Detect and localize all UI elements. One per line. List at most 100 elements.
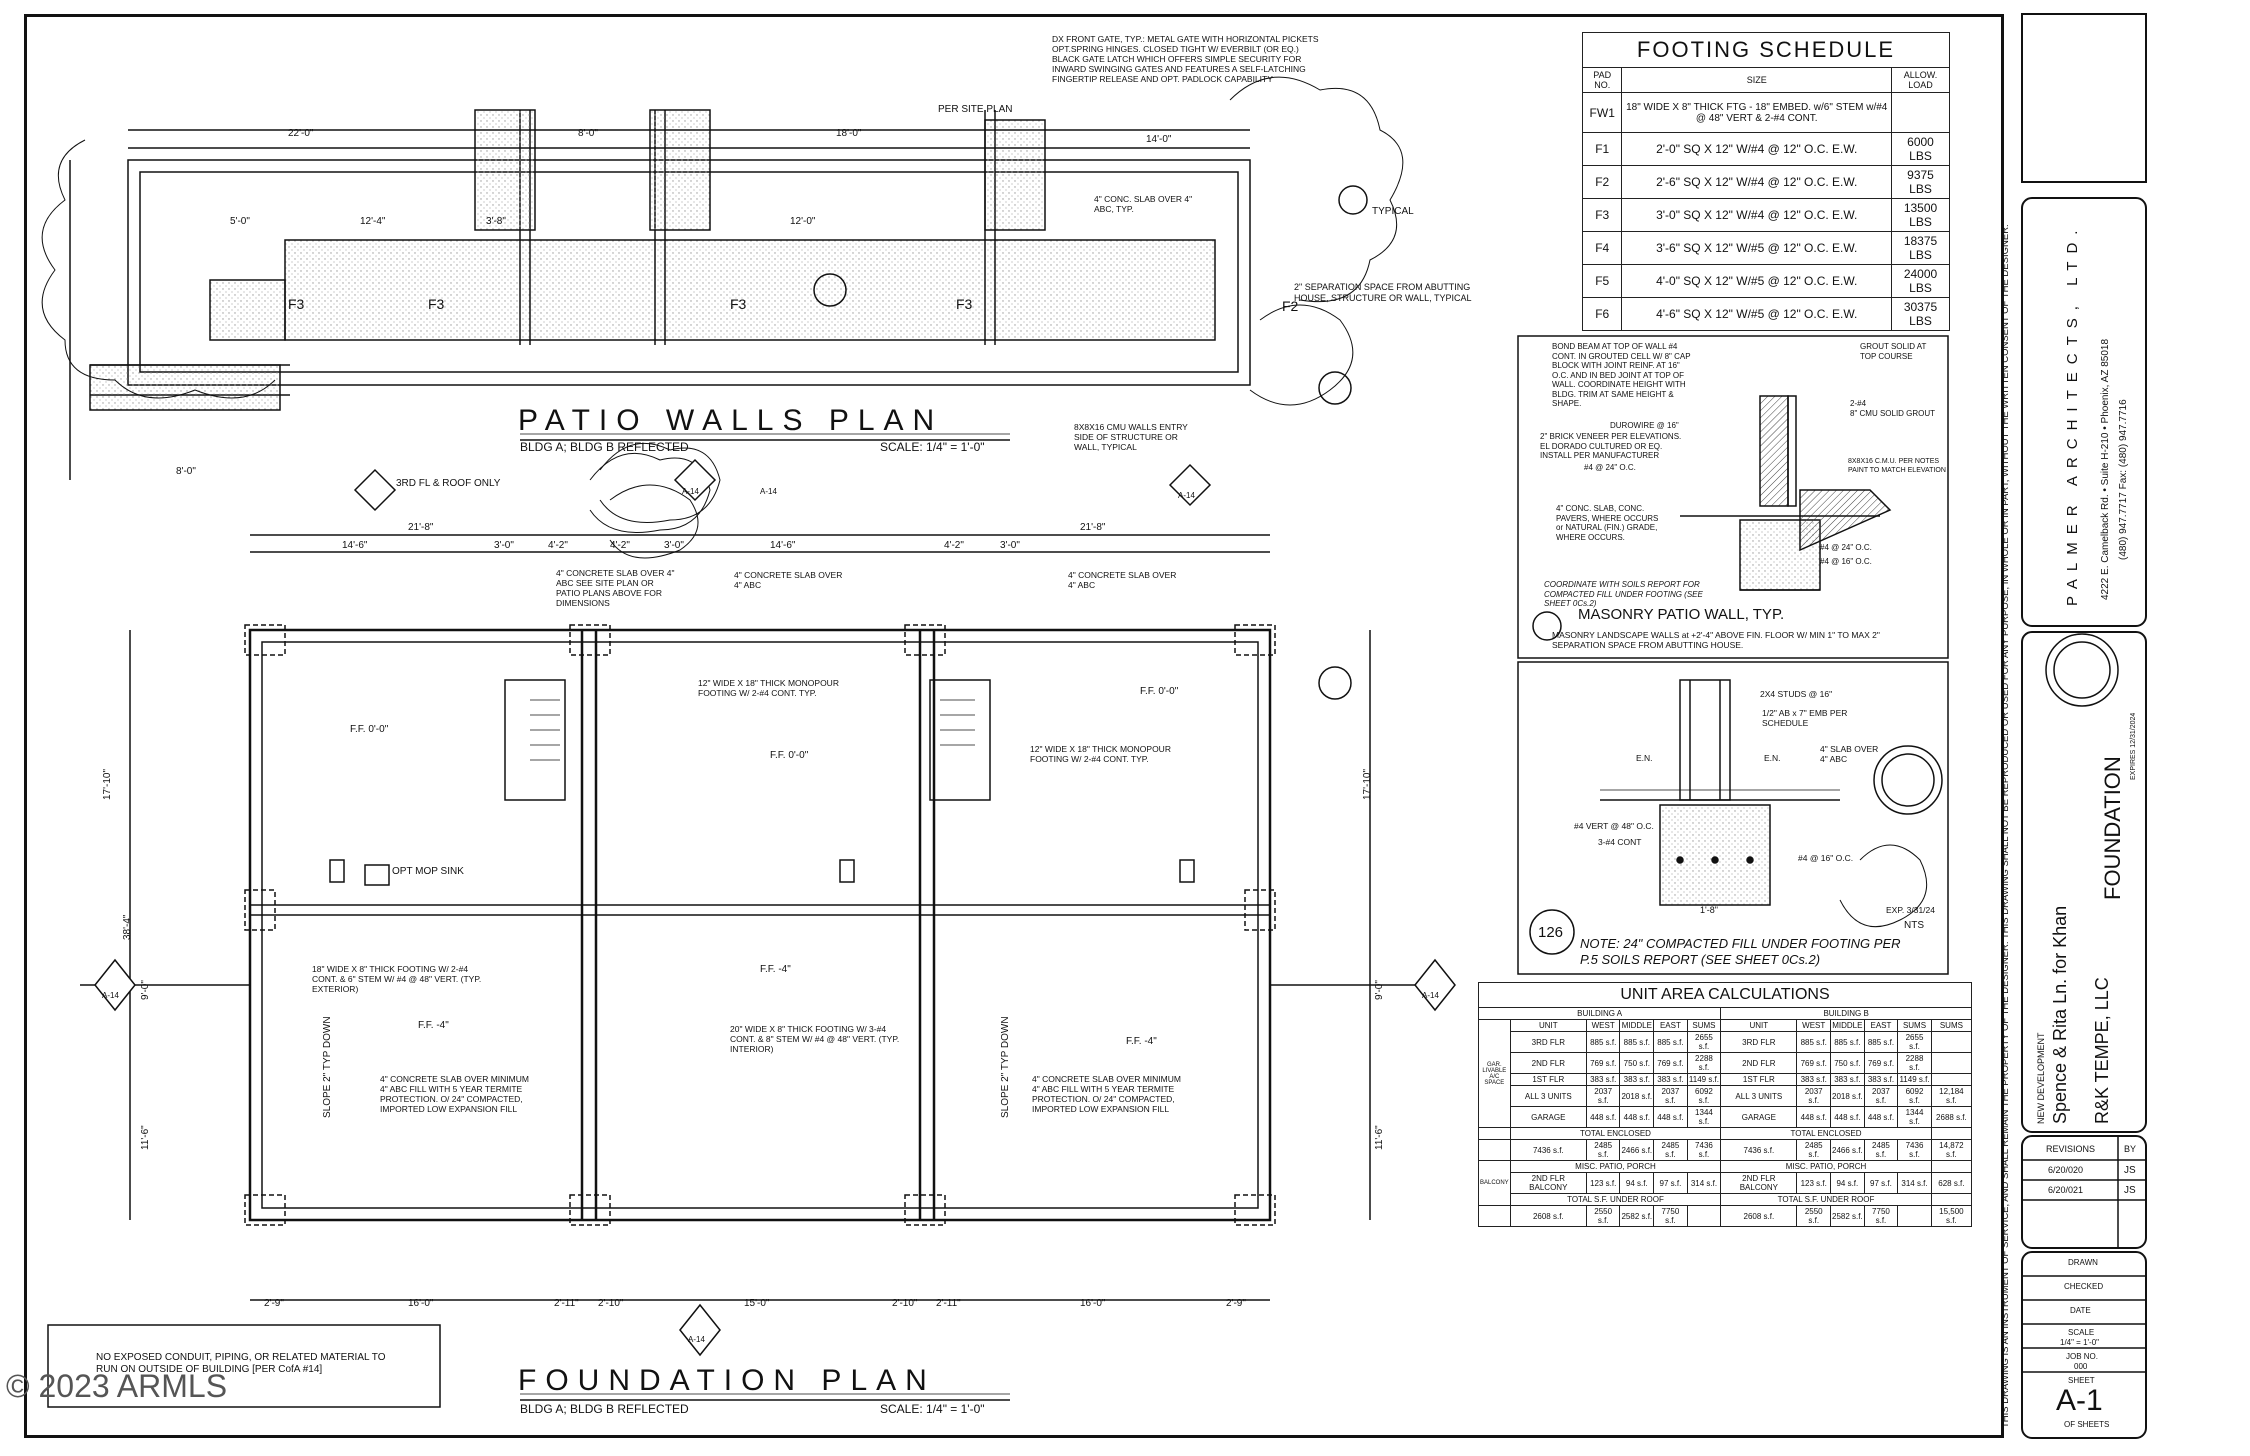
patio-dim: 22'-0" — [288, 128, 314, 139]
col-header: WEST — [1796, 1019, 1832, 1032]
cell: 2655 s.f. — [1686, 1031, 1722, 1053]
patio-plan-subtitle: BLDG A; BLDG B REFLECTED — [520, 440, 689, 454]
cell: 628 s.f. — [1930, 1172, 1973, 1194]
cell: 769 s.f. — [1585, 1052, 1621, 1074]
cell: MISC. PATIO, PORCH — [1720, 1160, 1932, 1173]
architect-phone: (480) 947.7717 Fax: (480) 947.7716 — [2118, 399, 2129, 560]
patio-plan-scale: SCALE: 1/4" = 1'-0" — [880, 440, 985, 454]
cell: 2485 s.f. — [1863, 1139, 1899, 1161]
footing-size: 3'-0" SQ X 12" W/#4 @ 12" O.C. E.W. — [1621, 198, 1893, 232]
cell: 2688 s.f. — [1930, 1106, 1973, 1128]
footing-header: PAD NO. — [1581, 67, 1623, 93]
of-sheets: OF SHEETS — [2064, 1420, 2110, 1429]
bldg-b-header: BUILDING B — [1720, 1007, 1972, 1020]
nts-label: NTS — [1904, 920, 1924, 931]
foundation-plan-title: FOUNDATION PLAN — [518, 1364, 936, 1397]
dim-top: 3'-0" — [494, 540, 514, 551]
footing-width: 1'-8" — [1700, 905, 1718, 915]
patio-dim: 8'-0" — [578, 128, 598, 139]
dim-bottom: 2'-9" — [264, 1298, 284, 1309]
architect-firm: PALMER ARCHITECTS, LTD. — [2064, 222, 2081, 606]
dim-top: 4'-2" — [610, 540, 630, 551]
durowire-note: DUROWIRE @ 16" — [1610, 421, 1679, 430]
cell: 6092 s.f. — [1686, 1085, 1722, 1107]
cell: 383 s.f. — [1619, 1073, 1655, 1086]
slab-note-c: 4" CONCRETE SLAB OVER 4" ABC — [1068, 570, 1177, 590]
section-tag: A-14 — [102, 991, 119, 1000]
dim-bottom: 16'-0" — [408, 1298, 434, 1309]
revision-by: JS — [2124, 1185, 2136, 1196]
col-header: WEST — [1585, 1019, 1621, 1032]
seal-expiration: EXP. 3/31/24 — [1886, 905, 1935, 915]
finish-floor-label-low: F.F. -4" — [760, 964, 791, 975]
col-header: MIDDLE — [1619, 1019, 1655, 1032]
cell: GARAGE — [1720, 1106, 1798, 1128]
cell: 2288 s.f. — [1686, 1052, 1722, 1074]
foundation-plan-linework — [47, 442, 1435, 1408]
cell: 2608 s.f. — [1720, 1205, 1798, 1227]
cell: TOTAL ENCLOSED — [1720, 1127, 1932, 1140]
cell: 2550 s.f. — [1796, 1205, 1832, 1227]
cell — [1478, 1139, 1511, 1161]
cell: TOTAL ENCLOSED — [1509, 1127, 1722, 1140]
monopour-footing-note: 12" WIDE X 18" THICK MONOPOUR FOOTING W/… — [698, 678, 839, 698]
anchor-bolt-note: 1/2" AB x 7" EMB PER SCHEDULE — [1762, 708, 1848, 728]
dim-side: 11'-6" — [140, 1125, 151, 1150]
cell — [1930, 1073, 1973, 1086]
cmu-paint-note: 8X8X16 C.M.U. PER NOTES PAINT TO MATCH E… — [1848, 458, 1946, 474]
section-tag: A-14 — [1178, 491, 1195, 500]
footing-schedule-title: FOOTING SCHEDULE — [1582, 32, 1950, 67]
dim-bottom: 2'-11" — [554, 1298, 579, 1309]
dim-top: 14'-6" — [770, 540, 796, 551]
revision-date: 6/20/020 — [2048, 1165, 2084, 1175]
footing-size: 3'-6" SQ X 12" W/#5 @ 12" O.C. E.W. — [1621, 231, 1893, 265]
cell: 2ND FLR — [1720, 1052, 1798, 1074]
cell: 2485 s.f. — [1653, 1139, 1688, 1161]
cell: 383 s.f. — [1653, 1073, 1688, 1086]
cell: 94 s.f. — [1830, 1172, 1865, 1194]
dim-bottom: 16'-0" — [1080, 1298, 1106, 1309]
cmu-grout-note: 8" CMU SOLID GROUT — [1850, 409, 1936, 418]
col-header: SUMS — [1930, 1019, 1973, 1032]
col-header: EAST — [1863, 1019, 1899, 1032]
cell: 2582 s.f. — [1619, 1205, 1655, 1227]
cell: 2037 s.f. — [1796, 1085, 1832, 1107]
cell — [1930, 1052, 1973, 1074]
typical-label: TYPICAL — [1372, 206, 1414, 217]
checked-label: CHECKED — [2064, 1282, 2104, 1291]
cell: 2485 s.f. — [1585, 1139, 1621, 1161]
cell: 448 s.f. — [1796, 1106, 1832, 1128]
footing-tag: F3 — [730, 296, 747, 312]
section-tag: A-14 — [1422, 991, 1439, 1000]
patio-dim: 12'-0" — [790, 216, 816, 227]
cell: 448 s.f. — [1653, 1106, 1688, 1128]
dim-bottom: 2'-10" — [892, 1298, 918, 1309]
col-header: UNIT — [1720, 1019, 1798, 1032]
rebar-note: #4 @ 16" O.C. — [1820, 557, 1872, 566]
slab-termite-note: 4" CONCRETE SLAB OVER MINIMUM 4" ABC FIL… — [380, 1074, 529, 1114]
edge-nailing: E.N. — [1636, 753, 1653, 763]
soils-note: COORDINATE WITH SOILS REPORT FOR COMPACT… — [1544, 580, 1703, 608]
revision-by: JS — [2124, 1165, 2136, 1176]
cell: 3RD FLR — [1720, 1031, 1798, 1053]
drawn-label: DRAWN — [2068, 1258, 2098, 1267]
bond-beam-note: BOND BEAM AT TOP OF WALL #4 CONT. IN GRO… — [1552, 342, 1691, 408]
cell: 750 s.f. — [1619, 1052, 1655, 1074]
patio-dim: 12'-4" — [360, 216, 386, 227]
cell: 2037 s.f. — [1653, 1085, 1688, 1107]
cell: ALL 3 UNITS — [1720, 1085, 1798, 1107]
cell: 12,184 s.f. — [1930, 1085, 1973, 1107]
interior-footing-note: 20" WIDE X 8" THICK FOOTING W/ 3-#4 CONT… — [730, 1024, 900, 1054]
cell: 2485 s.f. — [1796, 1139, 1832, 1161]
cell: 448 s.f. — [1830, 1106, 1865, 1128]
side-label: GAR. LIVABLE A/C SPACE — [1478, 1019, 1511, 1128]
cell: 97 s.f. — [1653, 1172, 1688, 1194]
by-label: BY — [2124, 1144, 2137, 1154]
horiz-rebar-note: #4 @ 16" O.C. — [1798, 853, 1854, 863]
dim-side: 9'-0" — [140, 980, 151, 1000]
cell: ALL 3 UNITS — [1509, 1085, 1587, 1107]
cell: 2466 s.f. — [1830, 1139, 1865, 1161]
cell: 1149 s.f. — [1897, 1073, 1932, 1086]
cell: 94 s.f. — [1619, 1172, 1655, 1194]
footing-size: 18" WIDE X 8" THICK FTG - 18" EMBED. w/6… — [1621, 92, 1893, 133]
